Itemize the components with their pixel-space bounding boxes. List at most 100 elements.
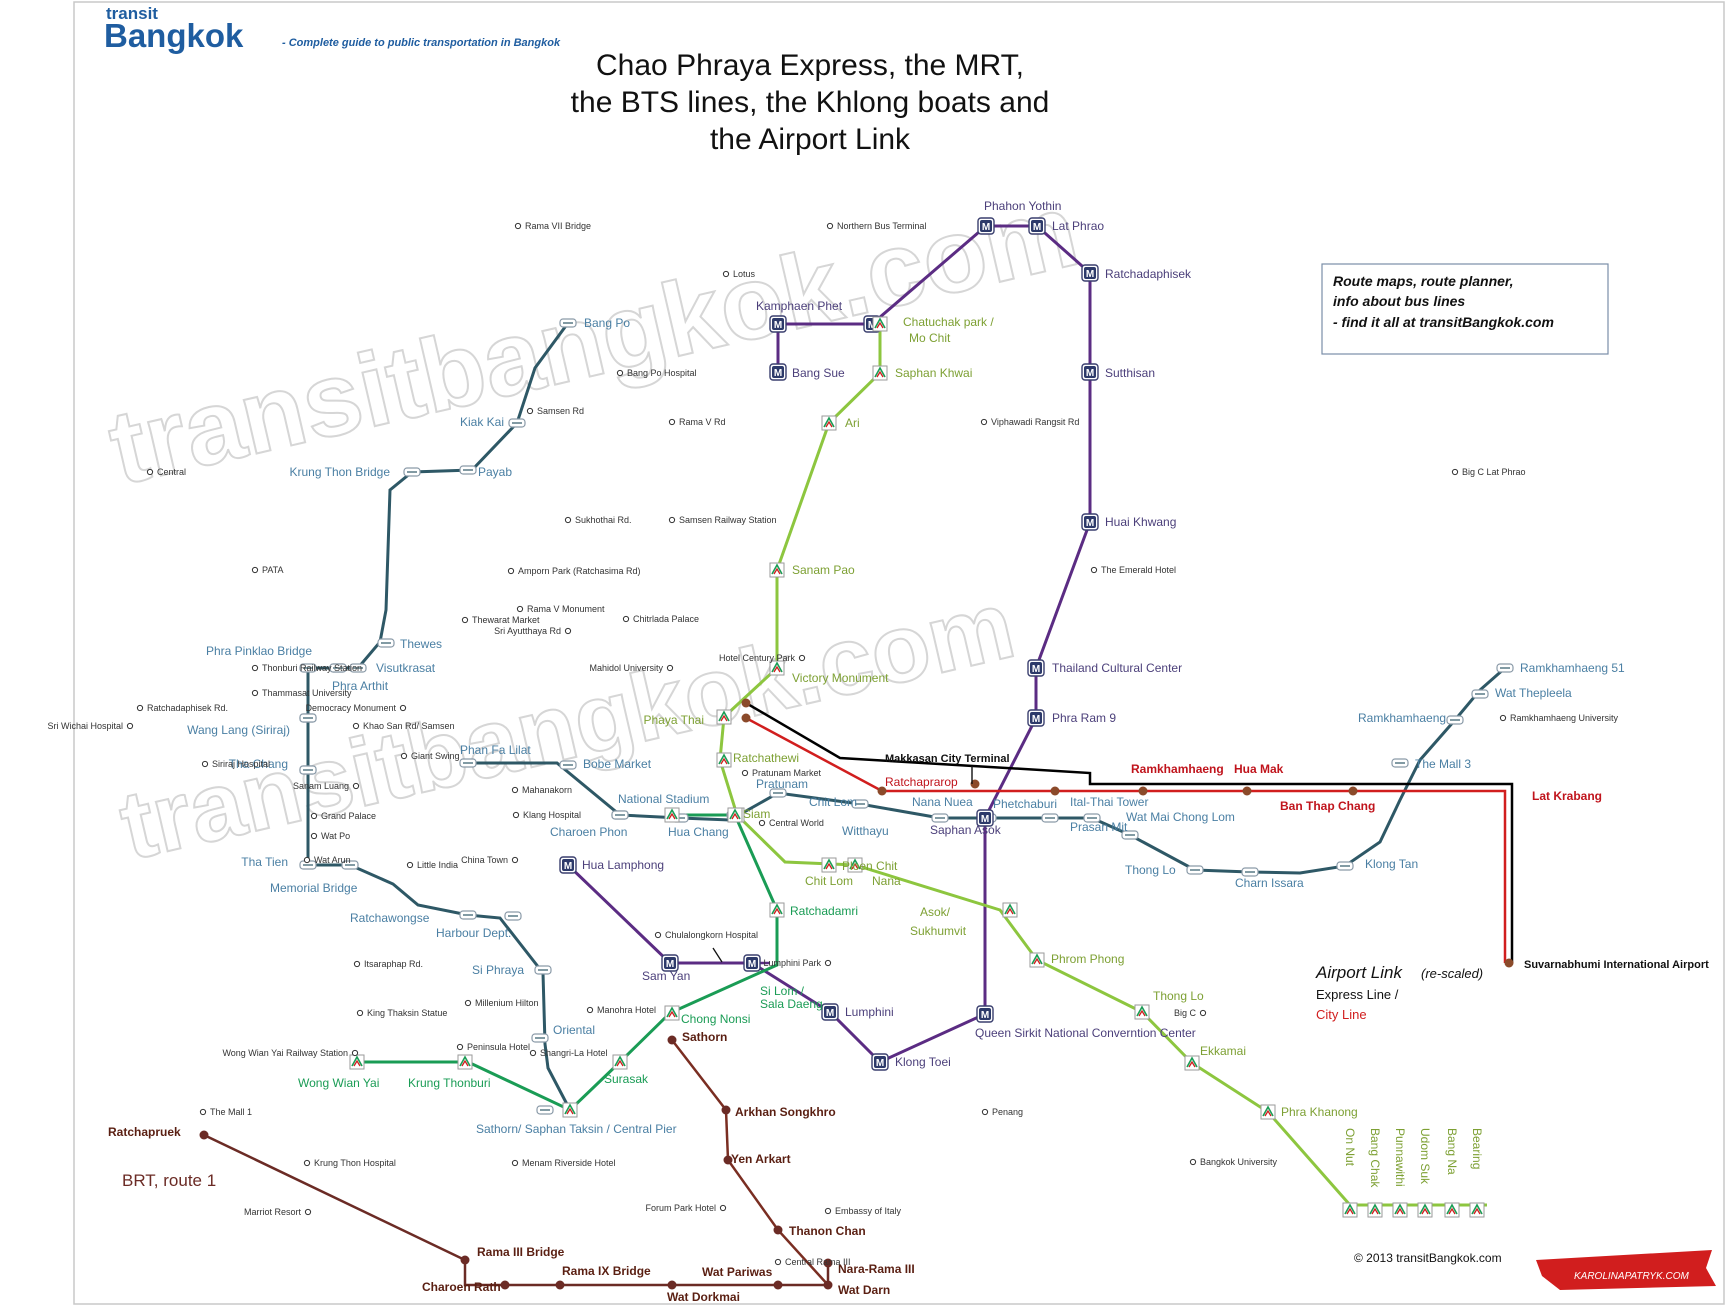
boat-stop-river-stop[interactable] bbox=[299, 713, 317, 723]
mrt-station-saphan-asok[interactable]: M bbox=[976, 809, 994, 827]
boat-stop-thong-lo[interactable] bbox=[1186, 865, 1204, 875]
boat-stop-bobe-market[interactable] bbox=[559, 760, 577, 770]
boat-stop-harbour-dept[interactable] bbox=[504, 911, 522, 921]
boat-stop-nana-nuea[interactable] bbox=[931, 813, 949, 823]
boat-stop-ramkhamhaeng-51[interactable] bbox=[1496, 663, 1514, 673]
boat-stop-river-stop[interactable] bbox=[299, 765, 317, 775]
mrt-station-sam-yan[interactable]: M bbox=[661, 954, 679, 972]
station-makkasan[interactable] bbox=[970, 779, 980, 789]
boat-stop-phra-pinklao-bridge[interactable] bbox=[299, 663, 317, 673]
landmark-dot-sri-ayutthaya-rd bbox=[564, 627, 572, 635]
mrt-station-thailand-cultural-center[interactable]: M bbox=[1027, 659, 1045, 677]
bts-station-bang-chak[interactable] bbox=[1367, 1202, 1383, 1218]
bts-station-chatuchak-park[interactable] bbox=[872, 316, 888, 332]
station-city-mid[interactable] bbox=[1050, 786, 1060, 796]
bts-station-ratchadamri[interactable] bbox=[769, 902, 785, 918]
bts-station-chit-lom[interactable] bbox=[821, 857, 837, 873]
boat-stop-charn-issara[interactable] bbox=[1241, 867, 1259, 877]
boat-stop-the-mall-3[interactable] bbox=[1391, 758, 1409, 768]
mrt-station-hua-lamphong[interactable]: M bbox=[559, 856, 577, 874]
station-rama-iii-bridge[interactable] bbox=[460, 1255, 470, 1265]
mrt-station-phahon-yothin[interactable]: M bbox=[977, 217, 995, 235]
station-yen-arkart[interactable] bbox=[723, 1155, 733, 1165]
bts-station-chong-nonsi[interactable] bbox=[664, 1005, 680, 1021]
mrt-station-phra-ram-9[interactable]: M bbox=[1027, 709, 1045, 727]
mrt-station-queen-sirkit-national-converntion-center[interactable]: M bbox=[976, 1005, 994, 1023]
bts-station-on-nut[interactable] bbox=[1342, 1202, 1358, 1218]
landmark-dot-shangri-la-hotel bbox=[529, 1049, 537, 1057]
boat-stop-krung-thon-bridge[interactable] bbox=[403, 467, 421, 477]
station-wat-dorkmai[interactable] bbox=[667, 1280, 677, 1290]
station-suvarnabhumi-international-airport[interactable] bbox=[1504, 958, 1514, 968]
bts-station-sanam-pao[interactable] bbox=[769, 562, 785, 578]
boat-stop-river-stop[interactable] bbox=[329, 663, 347, 673]
mrt-station-ratchadaphisek[interactable]: M bbox=[1081, 264, 1099, 282]
station-ramkhamhaeng[interactable] bbox=[1138, 786, 1148, 796]
boat-stop-payab[interactable] bbox=[459, 465, 477, 475]
bts-station-saphan-khwai[interactable] bbox=[872, 365, 888, 381]
station-nara-rama-iii[interactable] bbox=[823, 1258, 833, 1268]
station-sathorn[interactable] bbox=[667, 1035, 677, 1045]
boat-stop-memorial-bridge[interactable] bbox=[341, 860, 359, 870]
boat-stop-phan-fa-lilat[interactable] bbox=[459, 758, 477, 768]
boat-stop-ramkhamhaeng[interactable] bbox=[1446, 715, 1464, 725]
bts-station-phra-khanong[interactable] bbox=[1260, 1104, 1276, 1120]
boat-stop-visutkrasat[interactable] bbox=[349, 663, 367, 673]
bts-station-bearing[interactable] bbox=[1469, 1202, 1485, 1218]
boat-stop-ital-thai-tower[interactable] bbox=[1041, 813, 1059, 823]
bts-station-siam[interactable] bbox=[727, 807, 743, 823]
boat-stop-oriental[interactable] bbox=[531, 1033, 549, 1043]
landmark-dot-klang-hospital bbox=[512, 811, 520, 819]
boat-stop-bang-po[interactable] bbox=[559, 318, 577, 328]
bts-station-victory-monument[interactable] bbox=[769, 660, 785, 676]
bts-station-phrom-phong[interactable] bbox=[1029, 952, 1045, 968]
mrt-station-sutthisan[interactable]: M bbox=[1081, 363, 1099, 381]
boat-stop-wat-thepleela[interactable] bbox=[1471, 689, 1489, 699]
boat-stop-thewes[interactable] bbox=[377, 638, 395, 648]
station-ratchapruek[interactable] bbox=[199, 1130, 209, 1140]
bts-station-saphan-taksin[interactable] bbox=[562, 1102, 578, 1118]
mrt-station-huai-khwang[interactable]: M bbox=[1081, 513, 1099, 531]
bts-station-ari[interactable] bbox=[821, 415, 837, 431]
mrt-station-lumphini[interactable]: M bbox=[821, 1003, 839, 1021]
station-airport-start-2[interactable] bbox=[741, 713, 751, 723]
boat-stop-witthayu[interactable] bbox=[851, 799, 869, 809]
station-arkhan-songkhro[interactable] bbox=[721, 1105, 731, 1115]
mrt-station-bang-sue[interactable]: M bbox=[769, 363, 787, 381]
boat-stop-klong-tan[interactable] bbox=[1336, 861, 1354, 871]
station-ratchaprarop[interactable] bbox=[877, 786, 887, 796]
bts-station-udom-suk[interactable] bbox=[1417, 1202, 1433, 1218]
boat-stop-ratchawongse[interactable] bbox=[459, 910, 477, 920]
mrt-station-si-lom[interactable]: M bbox=[743, 954, 761, 972]
bts-station-national-stadium[interactable] bbox=[664, 807, 680, 823]
boat-stop-sathorn-saphan-taksin-central-pier[interactable] bbox=[536, 1105, 554, 1115]
bts-station-phaya-thai-2[interactable] bbox=[716, 709, 732, 725]
bts-station-surasak[interactable] bbox=[612, 1054, 628, 1070]
bts-station-sukhumvit[interactable] bbox=[1002, 902, 1018, 918]
mrt-station-kamphaen-phet[interactable]: M bbox=[769, 315, 787, 333]
bts-station-krung-thonburi[interactable] bbox=[457, 1054, 473, 1070]
boat-stop-kiak-kai[interactable] bbox=[508, 418, 526, 428]
station-ban-thap-chang[interactable] bbox=[1348, 786, 1358, 796]
boat-stop-wat-mai-chong-lom[interactable] bbox=[1121, 830, 1139, 840]
station-rama-ix-bridge[interactable] bbox=[555, 1280, 565, 1290]
boat-stop-charoen-phon[interactable] bbox=[611, 810, 629, 820]
station-hua-mak[interactable] bbox=[1242, 786, 1252, 796]
bts-station-nana[interactable] bbox=[847, 857, 863, 873]
bts-station-bang-na[interactable] bbox=[1444, 1202, 1460, 1218]
station-thanon-chan[interactable] bbox=[773, 1225, 783, 1235]
mrt-station-lat-phrao[interactable]: M bbox=[1028, 217, 1046, 235]
bts-station-thong-lo[interactable] bbox=[1134, 1004, 1150, 1020]
bts-station-punnawithi[interactable] bbox=[1392, 1202, 1408, 1218]
station-wat-darn[interactable] bbox=[823, 1280, 833, 1290]
station-airport-start-1[interactable] bbox=[741, 698, 751, 708]
mrt-station-klong-toei[interactable]: M bbox=[871, 1053, 889, 1071]
bts-station-wong-wian-yai[interactable] bbox=[349, 1054, 365, 1070]
boat-stop-chit-lom[interactable] bbox=[769, 788, 787, 798]
boat-stop-prasan-mit[interactable] bbox=[1083, 813, 1101, 823]
bts-station-ratchathewi[interactable] bbox=[716, 752, 732, 768]
station-charoen-rath[interactable] bbox=[500, 1280, 510, 1290]
station-wat-pariwas[interactable] bbox=[773, 1280, 783, 1290]
boat-stop-si-phraya[interactable] bbox=[534, 965, 552, 975]
bts-station-ekkamai[interactable] bbox=[1184, 1055, 1200, 1071]
